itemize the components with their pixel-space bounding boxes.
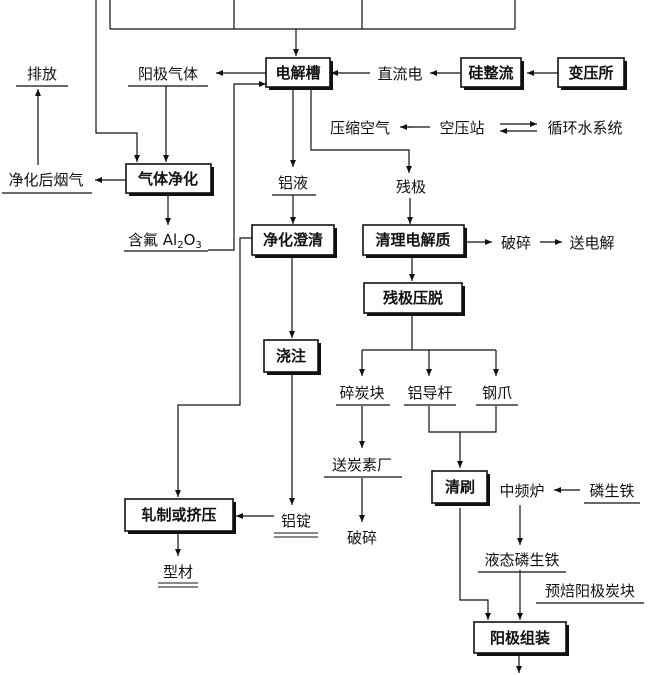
label-rolling-extrusion: 轧制或挤压 (141, 506, 216, 524)
label-electrolytic-cell: 电解槽 (275, 64, 320, 82)
label-brushing: 清刷 (445, 478, 475, 496)
label-aluminum-rod: 铝导杆 (407, 384, 452, 402)
label-aluminum-liquid: 铝液 (278, 174, 308, 192)
label-prebaked-anode: 预焙阳极炭块 (545, 582, 635, 600)
label-send-to-carbon-plant: 送炭素厂 (332, 456, 392, 474)
process-boxes (124, 57, 627, 656)
label-air-compressor-station: 空压站 (439, 119, 484, 137)
label-residual-anode-pressing: 残极压脱 (383, 289, 443, 307)
label-aluminum-ingot: 铝锭 (281, 512, 311, 530)
label-anode-assembly: 阳极组装 (490, 629, 551, 647)
line-claw-to-merge (460, 406, 497, 433)
label-purify-clarify: 净化澄清 (263, 231, 323, 249)
box-rolling-extrusion (124, 498, 234, 532)
labels: 电解槽 硅整流 变压所 阳极气体 直流电 排放 压缩空气 空压站 循环水系统 气… (2, 64, 644, 647)
connectors (35, 0, 580, 673)
box-casting (263, 339, 319, 373)
line-rod-to-merge (428, 406, 460, 433)
label-substation: 变压所 (568, 64, 613, 82)
label-purified-flue-gas: 净化后烟气 (8, 171, 83, 189)
label-crushed-carbon: 碎炭块 (339, 384, 384, 402)
label-liquid-phosphorus-iron: 液态磷生铁 (484, 551, 559, 569)
label-compressed-air: 压缩空气 (330, 119, 390, 137)
label-phosphorus-pig-iron: 磷生铁 (589, 482, 634, 500)
label-send-to-electrolysis: 送电解 (569, 234, 614, 252)
box-anode-assembly (473, 621, 567, 654)
line-top-to-gas-purification (95, 0, 140, 162)
label-medium-freq-furnace: 中频炉 (499, 482, 544, 500)
label-anode-gas: 阳极气体 (138, 65, 198, 83)
label-steel-claw: 钢爪 (482, 384, 512, 402)
label-discharge: 排放 (27, 65, 57, 83)
box-purify-clarify (251, 224, 335, 256)
label-profiles: 型材 (163, 563, 193, 581)
box-residual-anode-pressing (363, 282, 463, 314)
label-dc-power: 直流电 (377, 65, 422, 83)
label-residual-anode: 残极 (396, 178, 426, 196)
label-fluoride-alumina: 含氟 Al2O3 (128, 231, 202, 251)
box-gas-purification (125, 163, 212, 194)
label-crushing-2: 破碎 (347, 529, 377, 547)
line-cell-to-residual-anode (310, 88, 412, 173)
box-substation (557, 57, 625, 88)
label-circulating-water-system: 循环水系统 (547, 119, 622, 137)
box-brushing (431, 470, 488, 504)
line-alumina-return-to-cell (208, 81, 266, 251)
label-crushing-1: 破碎 (501, 234, 531, 252)
label-clean-electrolyte: 清理电解质 (375, 231, 450, 249)
box-clean-electrolyte (362, 224, 465, 256)
line-clarify-to-rolling (175, 237, 252, 497)
box-electrolytic-cell (265, 57, 331, 88)
label-casting: 浇注 (276, 347, 306, 365)
label-gas-purification: 气体净化 (137, 170, 198, 188)
line-brushing-to-assembly (459, 508, 491, 620)
label-silicon-rectifier: 硅整流 (468, 64, 513, 82)
box-silicon-rectifier (460, 57, 522, 88)
